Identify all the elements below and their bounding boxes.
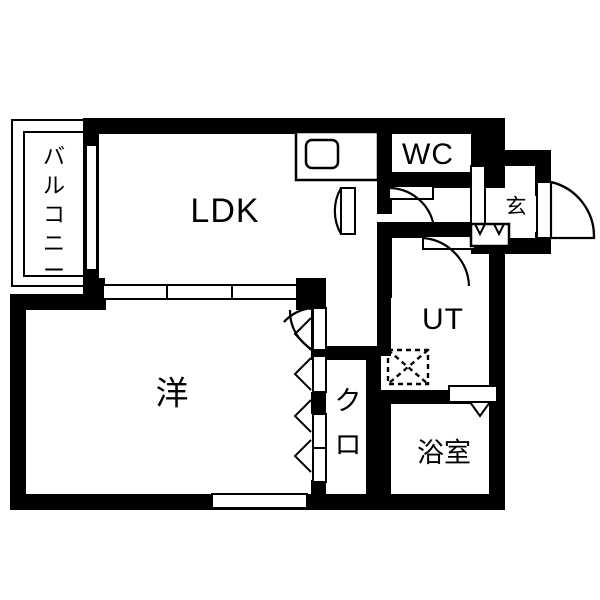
wall-bedroom-top-left <box>10 294 106 310</box>
room-label-ut: UT <box>422 303 464 336</box>
shoe-cabinet-mark-right <box>493 223 505 237</box>
balcony-area <box>11 119 88 287</box>
partition-panel-2[interactable] <box>166 284 233 300</box>
balcony-label-char-0: バ <box>43 144 65 169</box>
balcony-sliding-window <box>85 144 98 271</box>
bathroom-door[interactable] <box>448 385 498 418</box>
wall-left-outer <box>10 294 26 510</box>
bedroom-window <box>211 493 308 509</box>
wall-closet-top <box>311 346 381 360</box>
ut-door-swing-arc <box>422 236 471 287</box>
closet-arrow-2 <box>293 399 312 433</box>
shoe-cabinet-mark-left <box>474 223 486 237</box>
wall-top <box>83 118 505 134</box>
closet-arrow-3 <box>293 439 312 473</box>
room-label-wc: WC <box>402 138 454 171</box>
balcony-inner-rail <box>23 131 88 277</box>
ldk-door-leaf[interactable] <box>340 187 356 235</box>
washer-diag-2 <box>387 349 429 385</box>
ut-door[interactable] <box>422 235 476 287</box>
wall-closet-mid <box>311 392 326 414</box>
room-label-closet: ク ロ <box>335 386 362 460</box>
room-label-bedroom: 洋 <box>156 375 189 412</box>
bedroom-door-leaf[interactable] <box>312 307 327 351</box>
partition-panel-1[interactable] <box>102 284 168 300</box>
partition-panel-3[interactable] <box>231 284 298 300</box>
wall-bedroom-right-lower <box>311 480 326 498</box>
closet-panel-2[interactable] <box>312 413 327 449</box>
closet-label-char-0: ク <box>335 386 362 416</box>
room-label-genkan: 玄 <box>506 196 527 219</box>
balcony-label-char-3: ニ <box>43 231 65 256</box>
washing-machine-space <box>386 348 430 386</box>
wall-ldk-bottom-right-stub <box>296 278 326 296</box>
closet-folding-doors[interactable] <box>293 317 327 483</box>
wall-bath-left <box>377 404 391 510</box>
room-label-balcony: バ ル コ ニ ー <box>43 144 65 283</box>
sink-basin <box>304 138 340 170</box>
balcony-outer-rail <box>11 119 88 287</box>
entrance-door-leaf[interactable] <box>536 181 552 239</box>
balcony-window-pane <box>85 144 98 271</box>
washer-outline <box>386 348 430 386</box>
wc-door-swing-arc <box>388 186 435 223</box>
closet-arrow-1 <box>293 357 312 391</box>
closet-panel-1[interactable] <box>312 355 327 393</box>
wall-bedroom-top-right <box>296 294 326 310</box>
balcony-label-char-2: コ <box>43 202 65 227</box>
ldk-door[interactable] <box>333 187 356 235</box>
ldk-bedroom-sliding-partition[interactable] <box>102 284 298 300</box>
bath-door-leaf[interactable] <box>448 385 498 403</box>
wall-right-outer <box>489 238 505 510</box>
front-entrance-door[interactable] <box>536 180 596 240</box>
wall-ldk-bottom-left-stub <box>83 278 105 296</box>
shoe-cabinet <box>469 222 511 248</box>
entrance-door-swing-arc <box>550 180 596 239</box>
shoe-cabinet-body <box>469 222 511 248</box>
wall-ut-left <box>377 238 391 356</box>
washer-diag-1 <box>387 349 429 385</box>
room-label-bathroom: 浴室 <box>417 438 471 468</box>
bath-door-direction-marker <box>468 401 492 418</box>
wall-hall-bottom <box>377 222 477 238</box>
room-label-ldk: LDK <box>190 192 259 230</box>
wc-door[interactable] <box>388 185 435 223</box>
balcony-label-char-1: ル <box>43 173 65 198</box>
ldk-door-swing-arc <box>333 187 342 235</box>
closet-arrow-0 <box>293 317 312 351</box>
closet-label-char-1: ロ <box>335 430 362 460</box>
kitchen-counter-with-sink <box>294 130 380 182</box>
closet-panel-3[interactable] <box>312 447 327 483</box>
room-labels: LDK 洋 WC 玄 UT 浴室 ク ロ バ ル コ ニ ー <box>43 138 527 468</box>
balcony-label-char-4: ー <box>43 258 65 283</box>
